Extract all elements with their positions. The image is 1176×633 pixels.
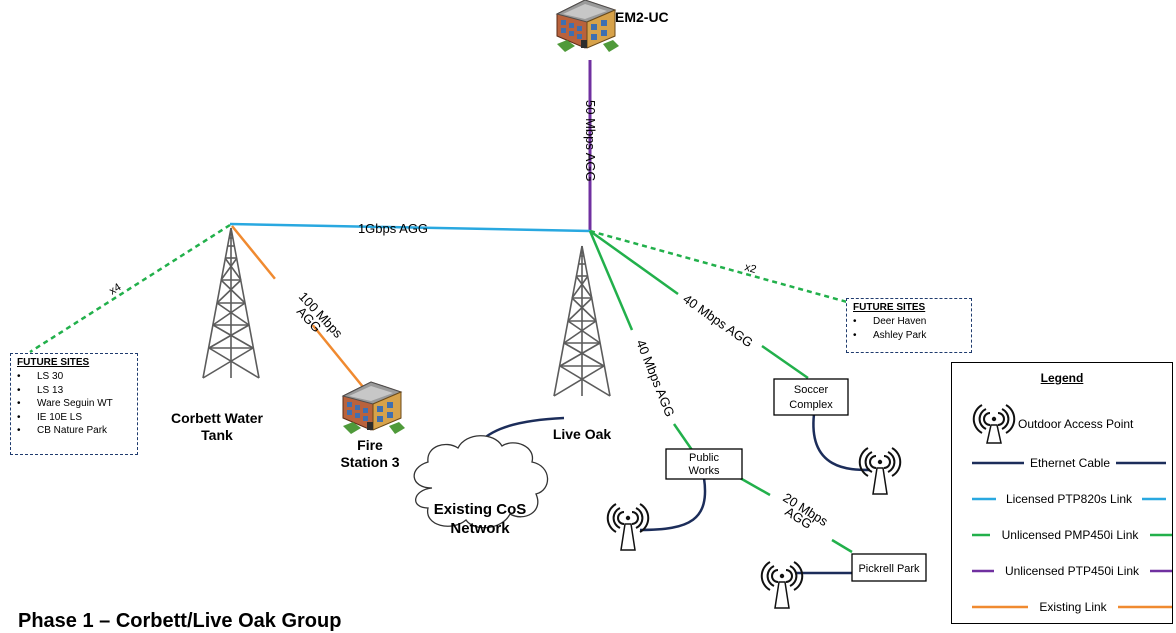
future-sites-left-box: FUTURE SITES •LS 30 •LS 13 •Ware Seguin … [10, 353, 138, 455]
fire-station-building-icon [342, 381, 406, 435]
cloud-label-1: Existing CoS [434, 501, 527, 518]
cloud-label-2: Network [450, 520, 510, 537]
legend-label-bg [1028, 599, 1118, 615]
fire-label-2: Station 3 [340, 454, 399, 470]
link-corbett-to-liveoak [229, 222, 591, 233]
link-future-left [29, 223, 231, 354]
public-works-label-1: Public [689, 452, 719, 464]
legend-label-bg [994, 563, 1150, 579]
link-public-to-pickrell-b [831, 538, 853, 554]
list-item: •LS 30 [17, 371, 64, 382]
link-label-1gbps: 1Gbps AGG [358, 221, 428, 236]
page-title: Phase 1 – Corbett/Live Oak Group [18, 610, 342, 632]
future-left-count: x4 [107, 281, 123, 297]
em2uc-building-icon [556, 0, 620, 53]
legend-label-existing: Existing Link [1039, 600, 1107, 614]
public-works-label-2: Works [689, 465, 720, 477]
link-liveoak-to-soccer [589, 229, 679, 296]
legend-label-bg [1024, 455, 1116, 471]
pickrell-ap-icon [760, 561, 804, 609]
link-liveoak-to-soccer-b [761, 344, 809, 380]
future-sites-right-box: FUTURE SITES •Deer Haven •Ashley Park [846, 298, 972, 353]
list-item: •Deer Haven [853, 316, 927, 327]
soccer-complex-box [773, 378, 849, 416]
legend-label-bg [996, 491, 1142, 507]
corbett-label-2: Tank [201, 427, 233, 443]
legend-access-point-icon [972, 404, 1016, 444]
list-item: •CB Nature Park [17, 425, 108, 436]
soccer-label-2: Complex [789, 399, 833, 411]
list-item: •Ashley Park [853, 329, 927, 341]
legend-label-ethernet: Ethernet Cable [1030, 456, 1110, 470]
liveoak-label: Live Oak [553, 426, 612, 442]
link-liveoak-to-public [588, 230, 634, 331]
pickrell-park-box [851, 553, 927, 582]
future-sites-left-list: •LS 30 •LS 13 •Ware Seguin WT •IE 10E LS… [17, 370, 131, 438]
legend-label-pmp450i: Unlicensed PMP450i Link [1002, 528, 1140, 542]
legend-title: Legend [1040, 371, 1084, 385]
legend-label-ptp450i: Unlicensed PTP450i Link [1005, 564, 1140, 578]
em2uc-label: EM2-UC [615, 9, 669, 25]
legend-label-access-point: Outdoor Access Point [1018, 417, 1134, 431]
link-label-em2: 50 Mbps AGG [583, 100, 598, 182]
soccer-label-1: Soccer [794, 384, 829, 396]
link-liveoak-to-public-b [672, 423, 694, 451]
legend-items: Outdoor Access Point Ethernet Cable Lice… [972, 404, 1172, 615]
fire-label-1: Fire [357, 437, 383, 453]
link-label-public: 40 Mbps AGG [633, 338, 677, 419]
list-item: •IE 10E LS [17, 411, 83, 423]
list-item: •LS 13 [17, 384, 64, 396]
future-sites-right-list: •Deer Haven •Ashley Park [853, 315, 965, 342]
legend-label-licensed: Licensed PTP820s Link [1006, 492, 1133, 506]
link-corbett-to-fire [231, 225, 373, 399]
link-public-to-pickrell [739, 476, 771, 497]
link-future-right [589, 229, 859, 307]
liveoak-tower-icon [553, 245, 611, 397]
pickrell-label: Pickrell Park [858, 563, 920, 575]
ethernet-soccer-to-ap [812, 413, 871, 472]
link-label-soccer: 40 Mbps AGG [680, 291, 755, 350]
future-sites-right-title: FUTURE SITES [853, 302, 926, 313]
legend: Legend Outdoor Access Point Ethernet Cab… [951, 362, 1173, 624]
cloud-icon [413, 435, 549, 529]
public-works-ap-icon [606, 503, 650, 551]
legend-label-bg [990, 527, 1150, 543]
future-sites-left-title: FUTURE SITES [17, 357, 90, 368]
future-right-count: x2 [743, 261, 757, 276]
public-works-box [665, 448, 743, 480]
corbett-label-1: Corbett Water [171, 410, 264, 426]
list-item: •Ware Seguin WT [17, 398, 113, 409]
ethernet-public-to-ap [639, 477, 707, 532]
